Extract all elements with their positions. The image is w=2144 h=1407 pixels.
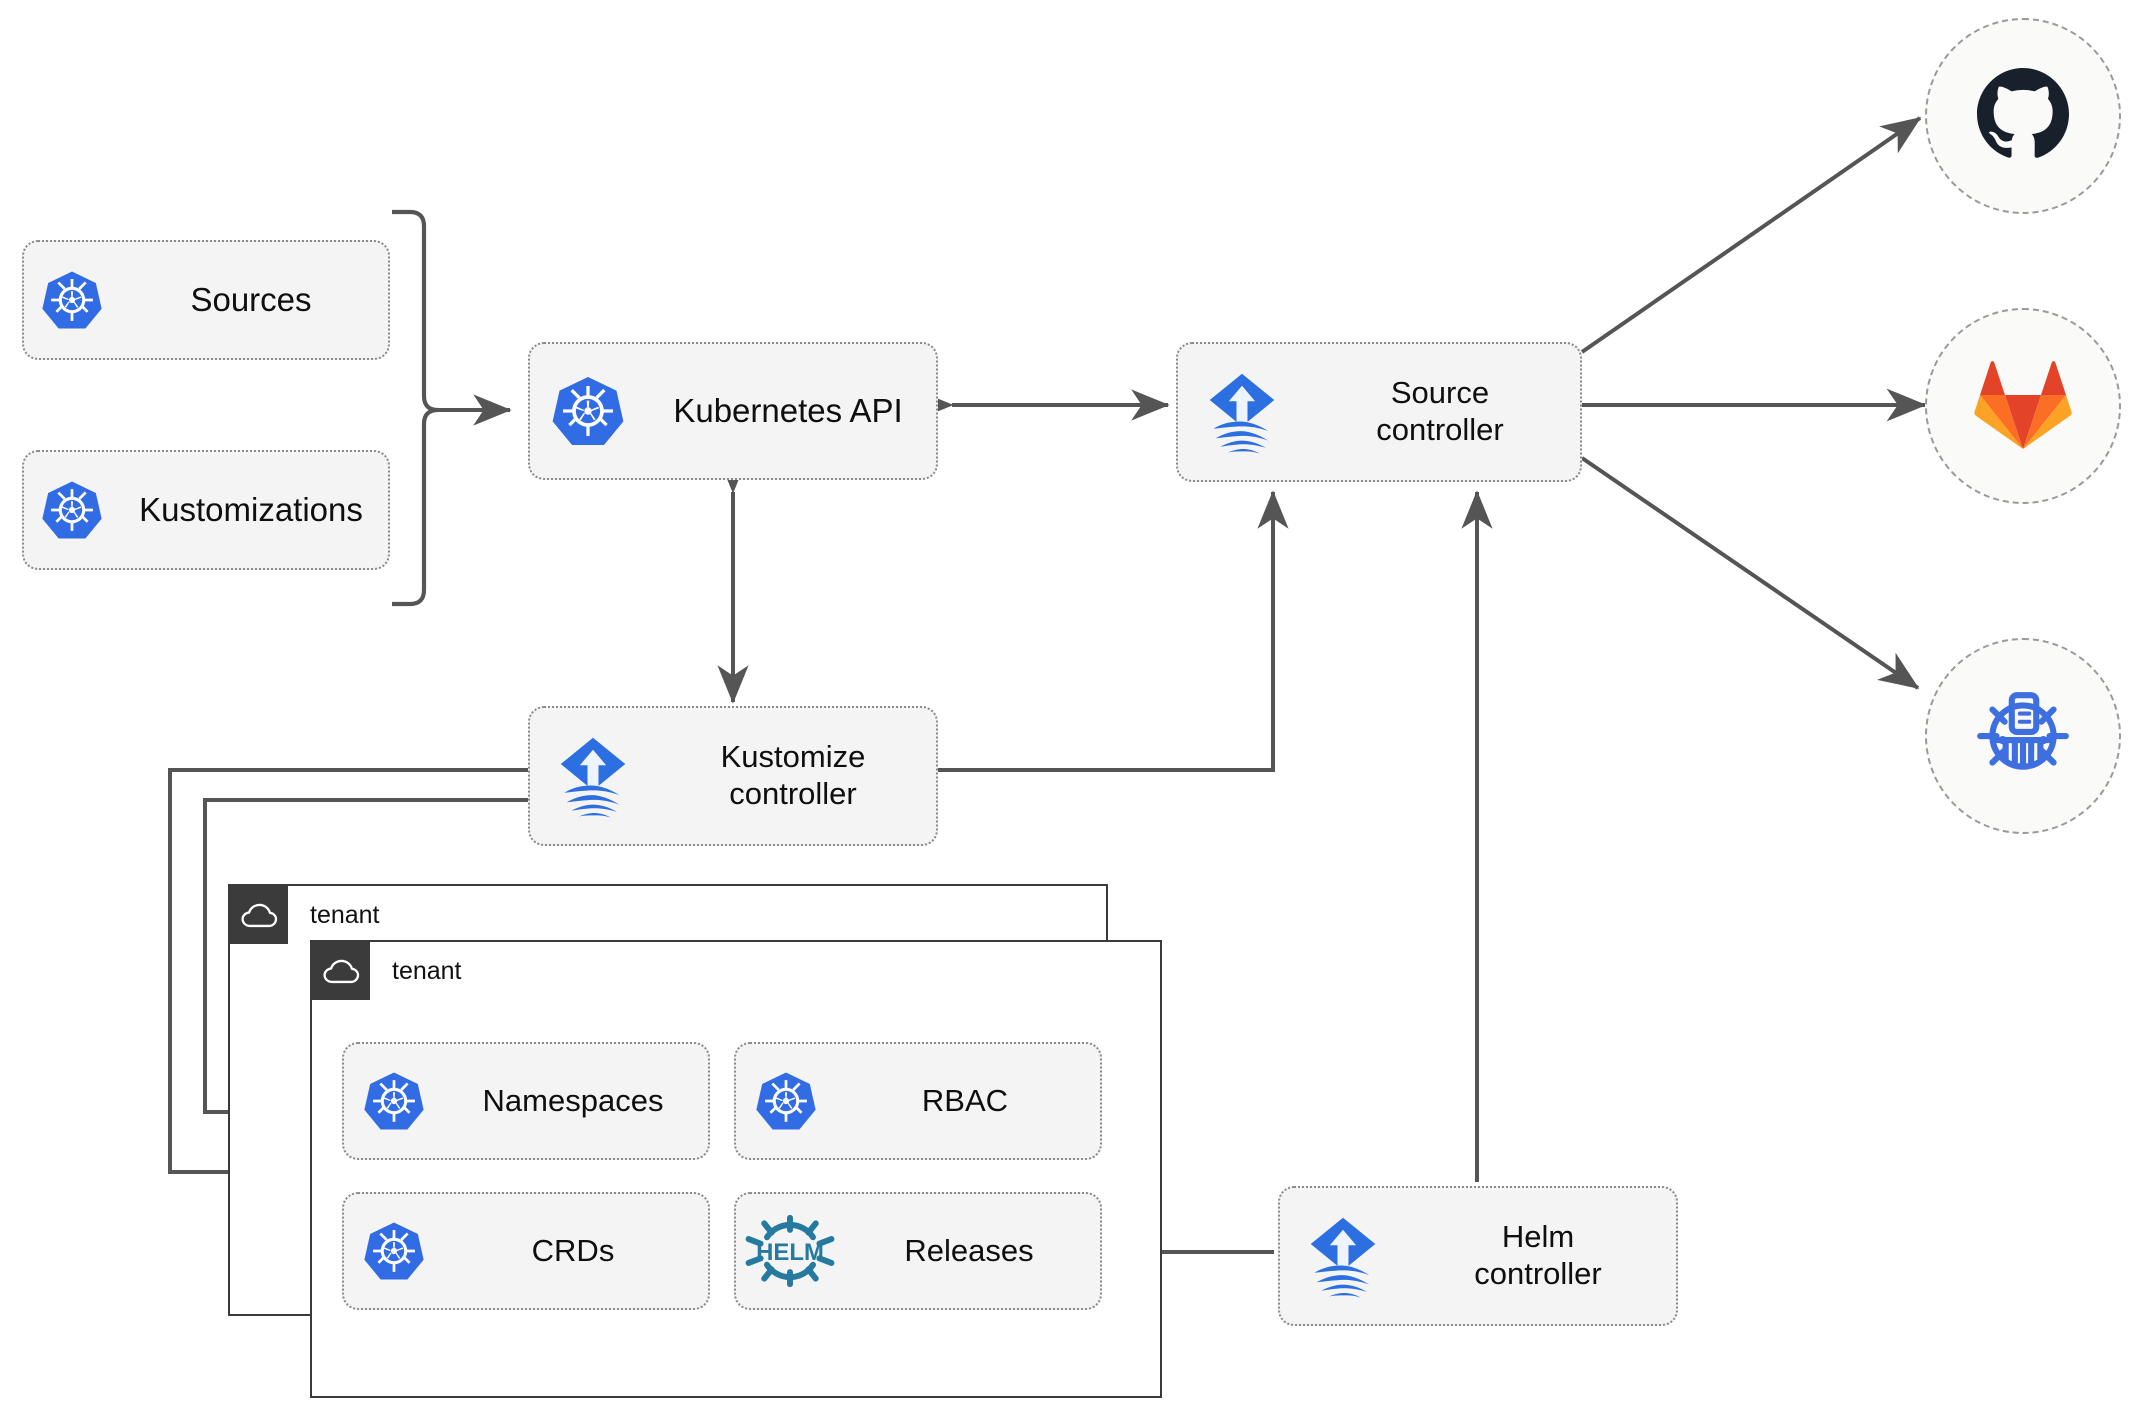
endpoint-gitlab[interactable]: [1925, 308, 2121, 504]
helm-icon: HELM: [736, 1214, 844, 1288]
tenant-header: tenant: [312, 942, 462, 1000]
node-source-controller[interactable]: Source controller: [1176, 342, 1582, 482]
node-label: Source controller: [1376, 375, 1504, 447]
node-label: Namespaces: [482, 1082, 664, 1118]
tenant-container-inner: tenant: [310, 940, 1162, 1398]
node-rbac[interactable]: RBAC: [734, 1042, 1102, 1160]
node-label: Releases: [904, 1232, 1034, 1268]
endpoint-helm-registry[interactable]: [1925, 638, 2121, 834]
kubernetes-icon: [24, 269, 120, 331]
github-icon: [1975, 66, 2071, 167]
flux-icon: [530, 733, 656, 819]
kubernetes-icon: [344, 1220, 444, 1282]
tenant-header: tenant: [230, 886, 380, 944]
cloud-icon: [312, 942, 370, 1000]
kubernetes-icon: [24, 479, 120, 541]
helm-registry-icon: [1972, 683, 2074, 790]
node-label: RBAC: [921, 1082, 1009, 1118]
node-label: Sources: [190, 280, 312, 318]
tenant-label: tenant: [310, 900, 380, 929]
node-namespaces[interactable]: Namespaces: [342, 1042, 710, 1160]
svg-text:HELM: HELM: [756, 1239, 824, 1266]
node-sources[interactable]: Sources: [22, 240, 390, 360]
node-label: Helm controller: [1474, 1219, 1602, 1291]
tenant-label: tenant: [392, 956, 462, 985]
kubernetes-icon: [344, 1070, 444, 1132]
cloud-icon: [230, 886, 288, 944]
gitlab-icon: [1973, 357, 2073, 456]
node-helm-controller[interactable]: Helm controller: [1278, 1186, 1678, 1326]
node-kustomizations[interactable]: Kustomizations: [22, 450, 390, 570]
node-releases[interactable]: HELM Releases: [734, 1192, 1102, 1310]
endpoint-github[interactable]: [1925, 18, 2121, 214]
flux-icon: [1280, 1213, 1406, 1299]
node-label: Kustomizations: [139, 490, 363, 528]
node-label: Kubernetes API: [673, 391, 903, 429]
node-crds[interactable]: CRDs: [342, 1192, 710, 1310]
node-kustomize-controller[interactable]: Kustomize controller: [528, 706, 938, 846]
node-label: CRDs: [531, 1232, 615, 1268]
node-label: Kustomize controller: [720, 739, 866, 811]
node-kubernetes-api[interactable]: Kubernetes API: [528, 342, 938, 480]
kubernetes-icon: [530, 374, 646, 448]
kubernetes-icon: [736, 1070, 836, 1132]
flux-icon: [1178, 369, 1306, 455]
